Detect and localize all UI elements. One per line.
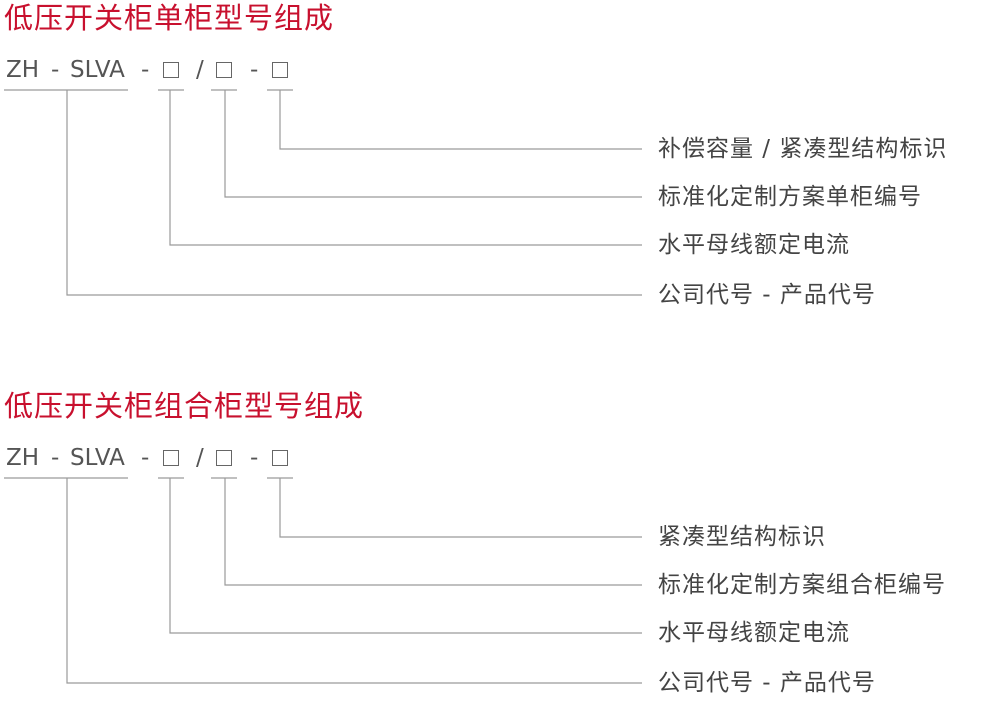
code-product: SLVA [70,57,125,83]
placeholder-box [163,450,179,466]
code-sep: - [141,57,150,83]
leader-line [66,90,642,296]
leader-line [224,478,642,586]
placeholder-box [216,62,232,78]
code-slash: / [196,57,204,83]
connector-lines [4,89,642,296]
leader-line [224,90,642,198]
section-title: 低压开关柜单柜型号组成 [4,1,335,35]
leader-line [279,90,642,150]
single-cabinet-section: 低压开关柜单柜型号组成 ZH - SLVA - / - 补偿容量 / 紧凑型结构… [0,0,1000,330]
placeholder-box [163,62,179,78]
label-scheme-number: 标准化定制方案单柜编号 [658,184,922,210]
leader-line [169,478,642,634]
combined-cabinet-section: 低压开关柜组合柜型号组成 ZH - SLVA - / - 紧凑型结构标识 标准化… [0,388,1000,718]
label-compact-structure: 紧凑型结构标识 [658,524,826,550]
placeholder-box [272,450,288,466]
label-busbar-current: 水平母线额定电流 [658,232,850,258]
label-scheme-number: 标准化定制方案组合柜编号 [658,572,946,598]
code-company: ZH [6,57,40,83]
placeholder-box [272,62,288,78]
label-company-product: 公司代号 - 产品代号 [658,670,876,696]
leader-line [279,478,642,538]
code-sep: - [250,57,259,83]
leader-line [169,90,642,246]
label-busbar-current: 水平母线额定电流 [658,620,850,646]
label-compensation: 补偿容量 / 紧凑型结构标识 [658,136,948,162]
placeholder-box [216,450,232,466]
code-product: SLVA [70,445,125,471]
connector-lines [4,477,642,684]
code-sep: - [250,445,259,471]
leader-line [66,478,642,684]
code-slash: / [196,445,204,471]
label-company-product: 公司代号 - 产品代号 [658,282,876,308]
code-sep: - [51,57,60,83]
code-company: ZH [6,445,40,471]
code-sep: - [51,445,60,471]
section-title: 低压开关柜组合柜型号组成 [4,389,365,423]
code-sep: - [141,445,150,471]
